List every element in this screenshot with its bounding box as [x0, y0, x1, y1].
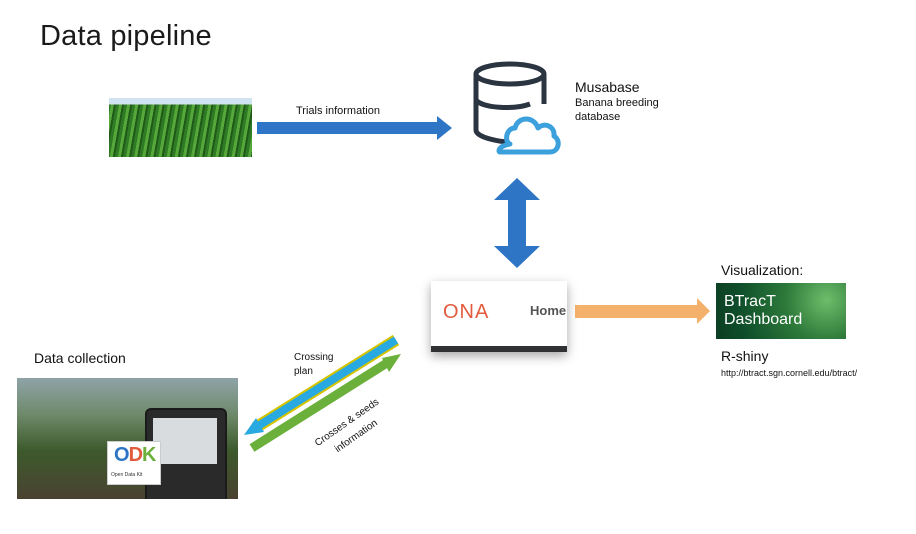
ona-logo: ONA: [443, 301, 490, 323]
database-cloud-icon: [462, 60, 567, 160]
page-title: Data pipeline: [40, 20, 212, 52]
ona-home-label: Home: [530, 303, 567, 318]
trials-arrow: [257, 116, 452, 140]
odk-label: Open Data Kit: [111, 472, 143, 478]
ona-card: ONA Home: [431, 281, 567, 352]
phone-screen: [153, 418, 217, 464]
musabase-description-line1: Banana breeding: [575, 97, 659, 109]
crossing-label-line1: Crossing: [294, 352, 334, 363]
crosses-seeds-arrow: [249, 354, 401, 452]
btract-dashboard-label: BTracT Dashboard: [724, 293, 802, 329]
r-shiny-label: R-shiny: [721, 348, 769, 364]
crossing-plan-arrow: [244, 334, 400, 435]
visualization-heading: Visualization:: [721, 262, 804, 278]
trials-label: Trials information: [296, 105, 380, 117]
btract-url: http://btract.sgn.cornell.edu/btract/: [721, 368, 858, 378]
phone-device: [145, 408, 227, 499]
data-collection-heading: Data collection: [34, 350, 126, 366]
btract-dashboard-image: BTracT Dashboard: [716, 283, 846, 339]
btract-line2: Dashboard: [724, 311, 803, 328]
odk-logo-icon: ODK Open Data Kit: [107, 441, 161, 485]
visualization-arrow: [575, 298, 710, 324]
data-collection-image: ODK Open Data Kit: [17, 378, 238, 499]
crossing-label-line2: plan: [294, 366, 313, 377]
btract-line1: BTracT: [724, 293, 776, 310]
sync-arrow: [494, 178, 540, 268]
banana-field-image: [109, 98, 252, 157]
musabase-description-line2: database: [575, 111, 621, 123]
musabase-title: Musabase: [575, 79, 640, 95]
